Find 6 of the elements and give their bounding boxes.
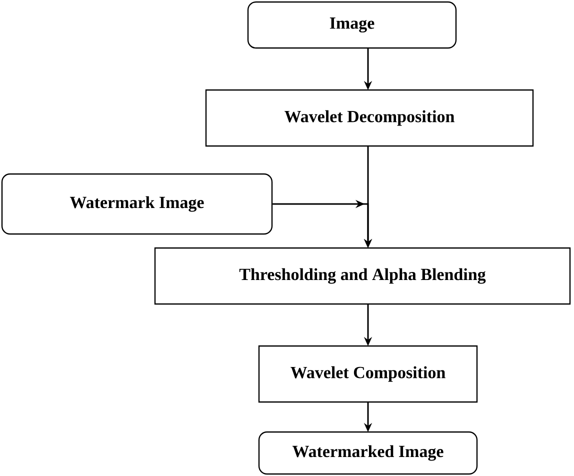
rounded-box: Watermark Image: [1, 173, 273, 235]
rounded-box: Watermarked Image: [258, 431, 478, 475]
process-box: Wavelet Decomposition: [205, 89, 534, 147]
rounded-box: Image: [247, 1, 457, 49]
process-box: Thresholding and Alpha Blending: [154, 247, 571, 305]
process-box: Wavelet Composition: [258, 345, 478, 403]
